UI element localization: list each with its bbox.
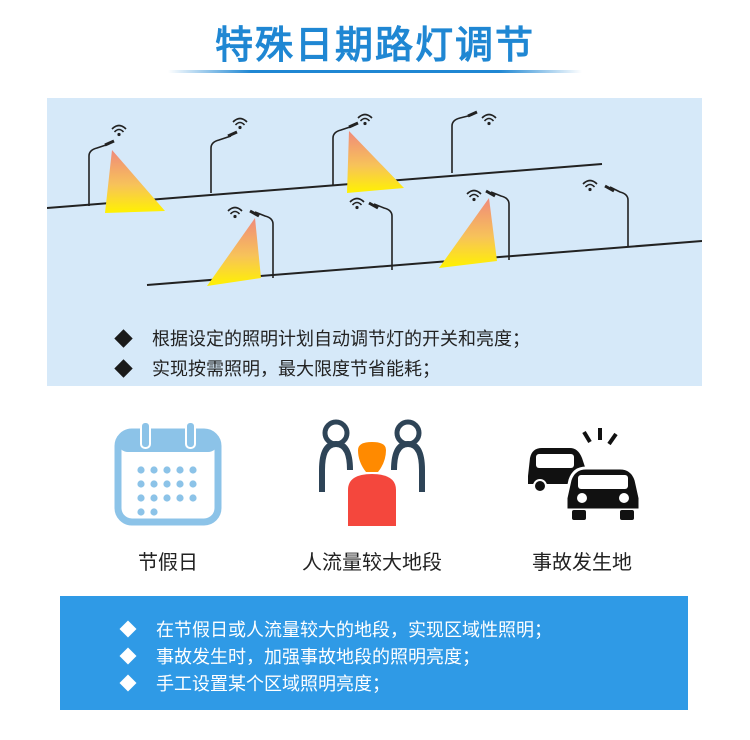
diamond-bullet-icon: [119, 620, 137, 638]
title-underline: [168, 70, 582, 73]
scene-bullet-list: 根据设定的照明计划自动调节灯的开关和亮度； 实现按需照明，最大限度节省能耗；: [114, 323, 530, 383]
diamond-bullet-icon: [119, 647, 137, 665]
streetlight-lit-3: [332, 113, 404, 193]
streetlight-illustration: [47, 110, 702, 286]
scene-bullet-item: 根据设定的照明计划自动调节灯的开关和亮度；: [114, 323, 530, 353]
streetlight-off-4: [451, 110, 497, 173]
diamond-bullet-icon: [114, 328, 133, 348]
streetlight-off-2: [210, 117, 248, 193]
calendar-icon: [114, 421, 222, 526]
diamond-bullet-icon: [119, 674, 137, 692]
streetlight-lit-1: [88, 124, 165, 213]
bottom-bullet-item: 事故发生时，加强事故地段的照明亮度；: [119, 643, 480, 669]
bottom-info-panel: 在节假日或人流量较大的地段，实现区域性照明； 事故发生时，加强事故地段的照明亮度…: [60, 596, 688, 710]
car-accident-icon: [528, 428, 642, 520]
streetlight-lit-5: [207, 206, 274, 286]
page-title: 特殊日期路灯调节: [214, 23, 535, 67]
streetlight-off-8: [582, 179, 629, 246]
scenario-label-crowd: 人流量较大地段: [302, 550, 442, 574]
bottom-bullet-item: 在节假日或人流量较大的地段，实现区域性照明；: [119, 616, 552, 642]
scenario-label-holiday: 节假日: [138, 550, 198, 574]
bottom-bullet-item: 手工设置某个区域照明亮度；: [119, 670, 390, 696]
streetlight-off-6: [349, 197, 393, 270]
streetlight-lit-7: [439, 189, 510, 268]
diamond-bullet-icon: [114, 358, 133, 378]
scene-bullet-item: 实现按需照明，最大限度节省能耗；: [114, 353, 530, 383]
scenario-label-accident: 事故发生地: [532, 550, 632, 574]
streetlight-scene: 根据设定的照明计划自动调节灯的开关和亮度； 实现按需照明，最大限度节省能耗；: [47, 98, 702, 386]
crowd-icon: [319, 419, 425, 526]
